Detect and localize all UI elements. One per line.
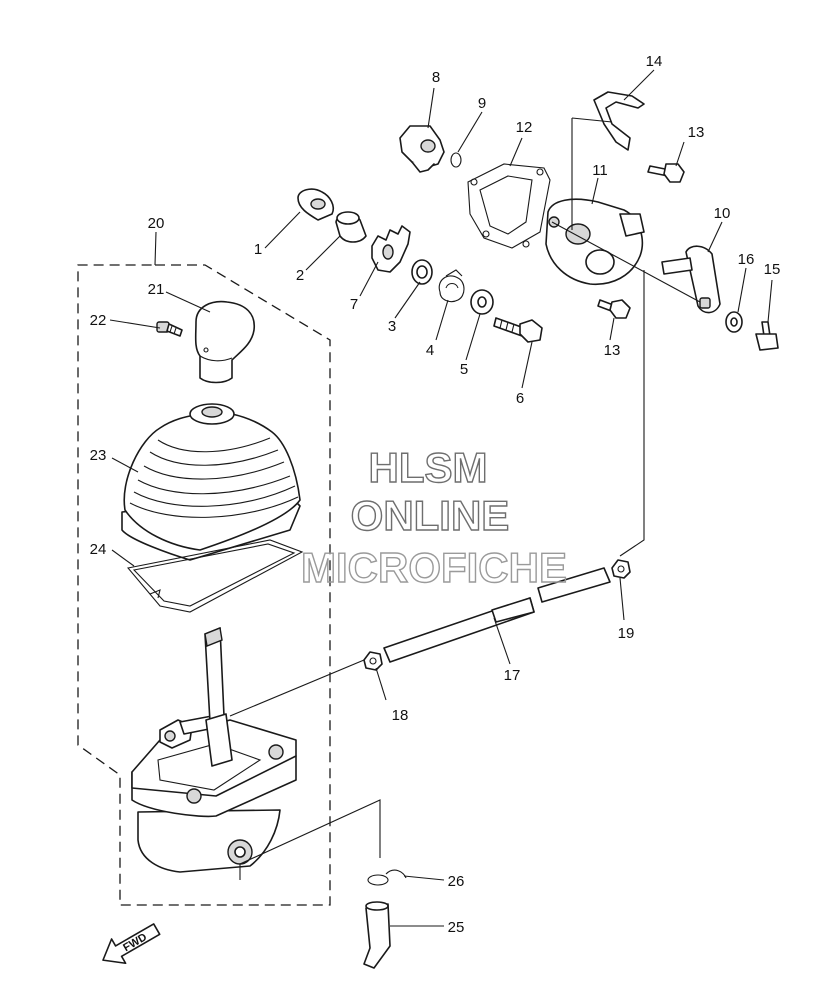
gasket-part-12: [467, 163, 551, 249]
callout-13-lower: 13: [604, 342, 621, 359]
watermark: HLSM ONLINE MICROFICHE: [300, 443, 567, 591]
leader-lines: [109, 69, 773, 927]
shaft-nut-19-part: [611, 559, 631, 579]
gasket-part: [126, 539, 304, 613]
lever-part: [363, 901, 391, 969]
screw-part-13-upper: [647, 163, 685, 183]
grip-screw-part: [156, 321, 183, 337]
bolt-part-15: [755, 321, 779, 351]
cam-part-1: [297, 188, 335, 221]
callout-9: 9: [478, 95, 486, 112]
fwd-label: FWD: [121, 931, 149, 954]
callout-18: 18: [392, 707, 409, 724]
callout-8: 8: [432, 69, 440, 86]
callout-17: 17: [504, 667, 521, 684]
rubber-boot-part: [121, 403, 301, 561]
callout-22: 22: [90, 312, 107, 329]
washer-part-5: [470, 289, 494, 315]
callout-23: 23: [90, 447, 107, 464]
gear-part-8: [399, 125, 445, 173]
callout-25: 25: [448, 919, 465, 936]
watermark-line-3: MICROFICHE: [301, 544, 567, 591]
callout-21: 21: [148, 281, 165, 298]
shaft-nut-18-part: [363, 651, 383, 671]
callout-2: 2: [296, 267, 304, 284]
push-pull-rod-part: [383, 567, 611, 663]
callout-11: 11: [592, 162, 608, 179]
callout-5: 5: [460, 361, 468, 378]
remote-control-group-outline: [77, 264, 331, 906]
callout-20: 20: [148, 215, 165, 232]
spring-clip-part: [367, 869, 407, 886]
callout-4: 4: [426, 342, 434, 359]
assembly-guide-lines: [229, 117, 701, 880]
callout-3: 3: [388, 318, 396, 335]
shift-lever-part: [204, 627, 233, 767]
callout-labels: 1 2 3 4 5 6 7 8 9 10 11 12 13 13 14 15 1…: [90, 53, 781, 936]
gear-part-7: [371, 225, 411, 273]
callout-26: 26: [448, 873, 465, 890]
bracket-part-14: [593, 91, 645, 151]
callout-10: 10: [714, 205, 731, 222]
watermark-line-2: ONLINE: [351, 492, 510, 539]
spring-part-4: [438, 269, 465, 303]
callout-15: 15: [764, 261, 781, 278]
callout-13-upper: 13: [688, 124, 705, 141]
washer-part-3: [411, 259, 433, 285]
callout-14: 14: [646, 53, 663, 70]
watermark-line-1: HLSM: [369, 444, 488, 491]
o-ring-part-9: [450, 152, 462, 168]
callout-7: 7: [350, 296, 358, 313]
bolt-part-6: [493, 317, 543, 343]
lever-arm-part-10: [661, 245, 721, 314]
callout-16: 16: [738, 251, 755, 268]
screw-part-13-lower: [597, 299, 631, 319]
callout-1: 1: [254, 241, 262, 258]
grip-knob-part: [194, 300, 255, 384]
arrow-down-left-icon: FWD: [102, 923, 161, 965]
callout-12: 12: [516, 119, 533, 136]
washer-part-16: [725, 311, 743, 333]
callout-24: 24: [90, 541, 107, 558]
callout-6: 6: [516, 390, 524, 407]
bushing-part-2: [335, 211, 367, 243]
callout-19: 19: [618, 625, 635, 642]
housing-part-11: [545, 198, 645, 286]
